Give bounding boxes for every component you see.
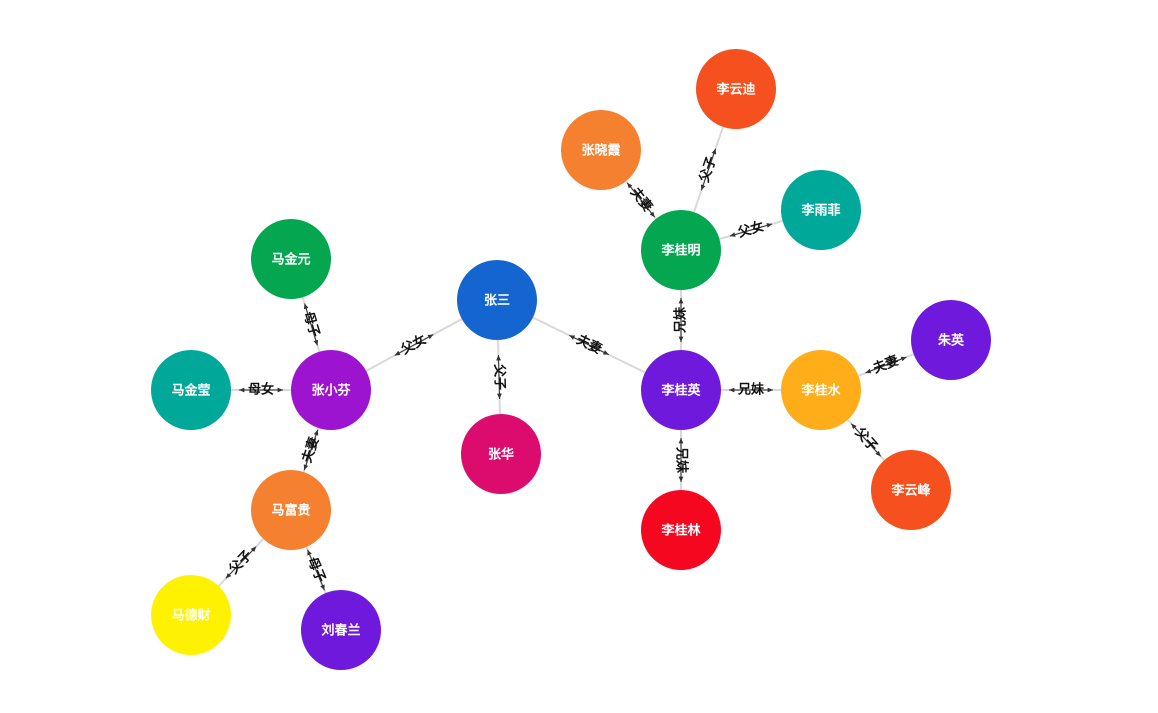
person-node-circle[interactable] xyxy=(696,49,776,129)
person-node-circle[interactable] xyxy=(461,414,541,494)
edge-arrow xyxy=(850,423,882,457)
person-node[interactable]: 朱英 xyxy=(911,300,991,380)
person-node[interactable]: 马德财 xyxy=(151,575,231,655)
person-node[interactable]: 张华 xyxy=(461,414,541,494)
edge-arrow xyxy=(729,223,773,237)
person-node-circle[interactable] xyxy=(641,490,721,570)
edge-arrow xyxy=(569,334,609,356)
edge-label: 父子 xyxy=(697,155,720,185)
person-node-circle[interactable] xyxy=(151,575,231,655)
person-node[interactable]: 张晓霞 xyxy=(561,110,641,190)
person-node-circle[interactable] xyxy=(911,300,991,380)
relationship-edge: 父女 xyxy=(365,318,463,372)
edge-label: 兄妹 xyxy=(673,306,689,334)
edge-label: 父女 xyxy=(735,218,765,241)
person-node[interactable]: 马金莹 xyxy=(151,350,231,430)
edge-label: 父女 xyxy=(398,331,429,358)
edge-arrow xyxy=(496,354,502,400)
relationship-edge: 父子 xyxy=(692,126,725,213)
person-node-circle[interactable] xyxy=(781,350,861,430)
person-node-circle[interactable] xyxy=(457,260,537,340)
edge-label: 父子 xyxy=(491,363,507,390)
relationship-edge: 父子 xyxy=(847,419,885,461)
person-node[interactable]: 李桂明 xyxy=(641,210,721,290)
person-node[interactable]: 李桂水 xyxy=(781,350,861,430)
person-node[interactable]: 李桂林 xyxy=(641,490,721,570)
edge-arrow xyxy=(626,182,656,218)
relationship-edge: 母子 xyxy=(304,546,328,594)
person-node-circle[interactable] xyxy=(781,170,861,250)
relationship-edge: 夫妻 xyxy=(299,427,322,473)
person-node[interactable]: 马金元 xyxy=(251,219,331,299)
relationship-edge: 夫妻 xyxy=(532,316,646,374)
relationship-edge: 父子 xyxy=(217,538,265,587)
relationship-edge: 兄妹 xyxy=(673,290,689,350)
relationship-edge: 夫妻 xyxy=(857,352,915,377)
relationship-edge: 夫妻 xyxy=(625,180,657,220)
edge-arrow xyxy=(303,303,319,346)
person-node[interactable]: 李桂英 xyxy=(641,350,721,430)
edge-label: 兄妹 xyxy=(674,446,690,474)
relationship-edge: 母女 xyxy=(231,382,291,398)
person-node[interactable]: 张小芬 xyxy=(291,350,371,430)
edge-arrow xyxy=(865,356,907,374)
edge-arrow xyxy=(307,549,325,591)
relationship-edge: 母子 xyxy=(300,296,322,353)
edge-arrow xyxy=(394,334,434,356)
person-node-circle[interactable] xyxy=(251,470,331,550)
relationship-edge: 兄妹 xyxy=(674,430,690,490)
edge-label: 母女 xyxy=(248,382,274,398)
edges-layer: 父女父子夫妻母子母女夫妻父子母子兄妹兄妹兄妹夫妻父子父女夫妻父子 xyxy=(217,126,915,594)
person-node[interactable]: 李云迪 xyxy=(696,49,776,129)
person-node-circle[interactable] xyxy=(301,590,381,670)
relationship-edge: 兄妹 xyxy=(721,382,781,398)
person-node[interactable]: 张三 xyxy=(457,260,537,340)
person-node-circle[interactable] xyxy=(291,350,371,430)
edge-arrow xyxy=(303,429,319,471)
edge-label: 母子 xyxy=(304,555,328,585)
relationship-edge: 父女 xyxy=(719,218,783,241)
person-node-circle[interactable] xyxy=(871,450,951,530)
edge-label: 母子 xyxy=(300,310,322,339)
person-node-circle[interactable] xyxy=(641,350,721,430)
edge-label: 夫妻 xyxy=(299,435,322,465)
edge-arrow xyxy=(225,546,257,579)
person-node[interactable]: 马富贵 xyxy=(251,470,331,550)
edge-label: 夫妻 xyxy=(574,332,604,358)
person-node[interactable]: 李云峰 xyxy=(871,450,951,530)
edge-label: 兄妹 xyxy=(737,382,765,398)
person-node-circle[interactable] xyxy=(641,210,721,290)
edge-arrow xyxy=(700,148,717,191)
person-node[interactable]: 刘春兰 xyxy=(301,590,381,670)
relationship-edge: 父子 xyxy=(491,339,507,415)
person-node-circle[interactable] xyxy=(561,110,641,190)
person-node-circle[interactable] xyxy=(151,350,231,430)
person-node-circle[interactable] xyxy=(251,219,331,299)
person-node[interactable]: 李雨菲 xyxy=(781,170,861,250)
edge-label: 夫妻 xyxy=(871,352,901,376)
